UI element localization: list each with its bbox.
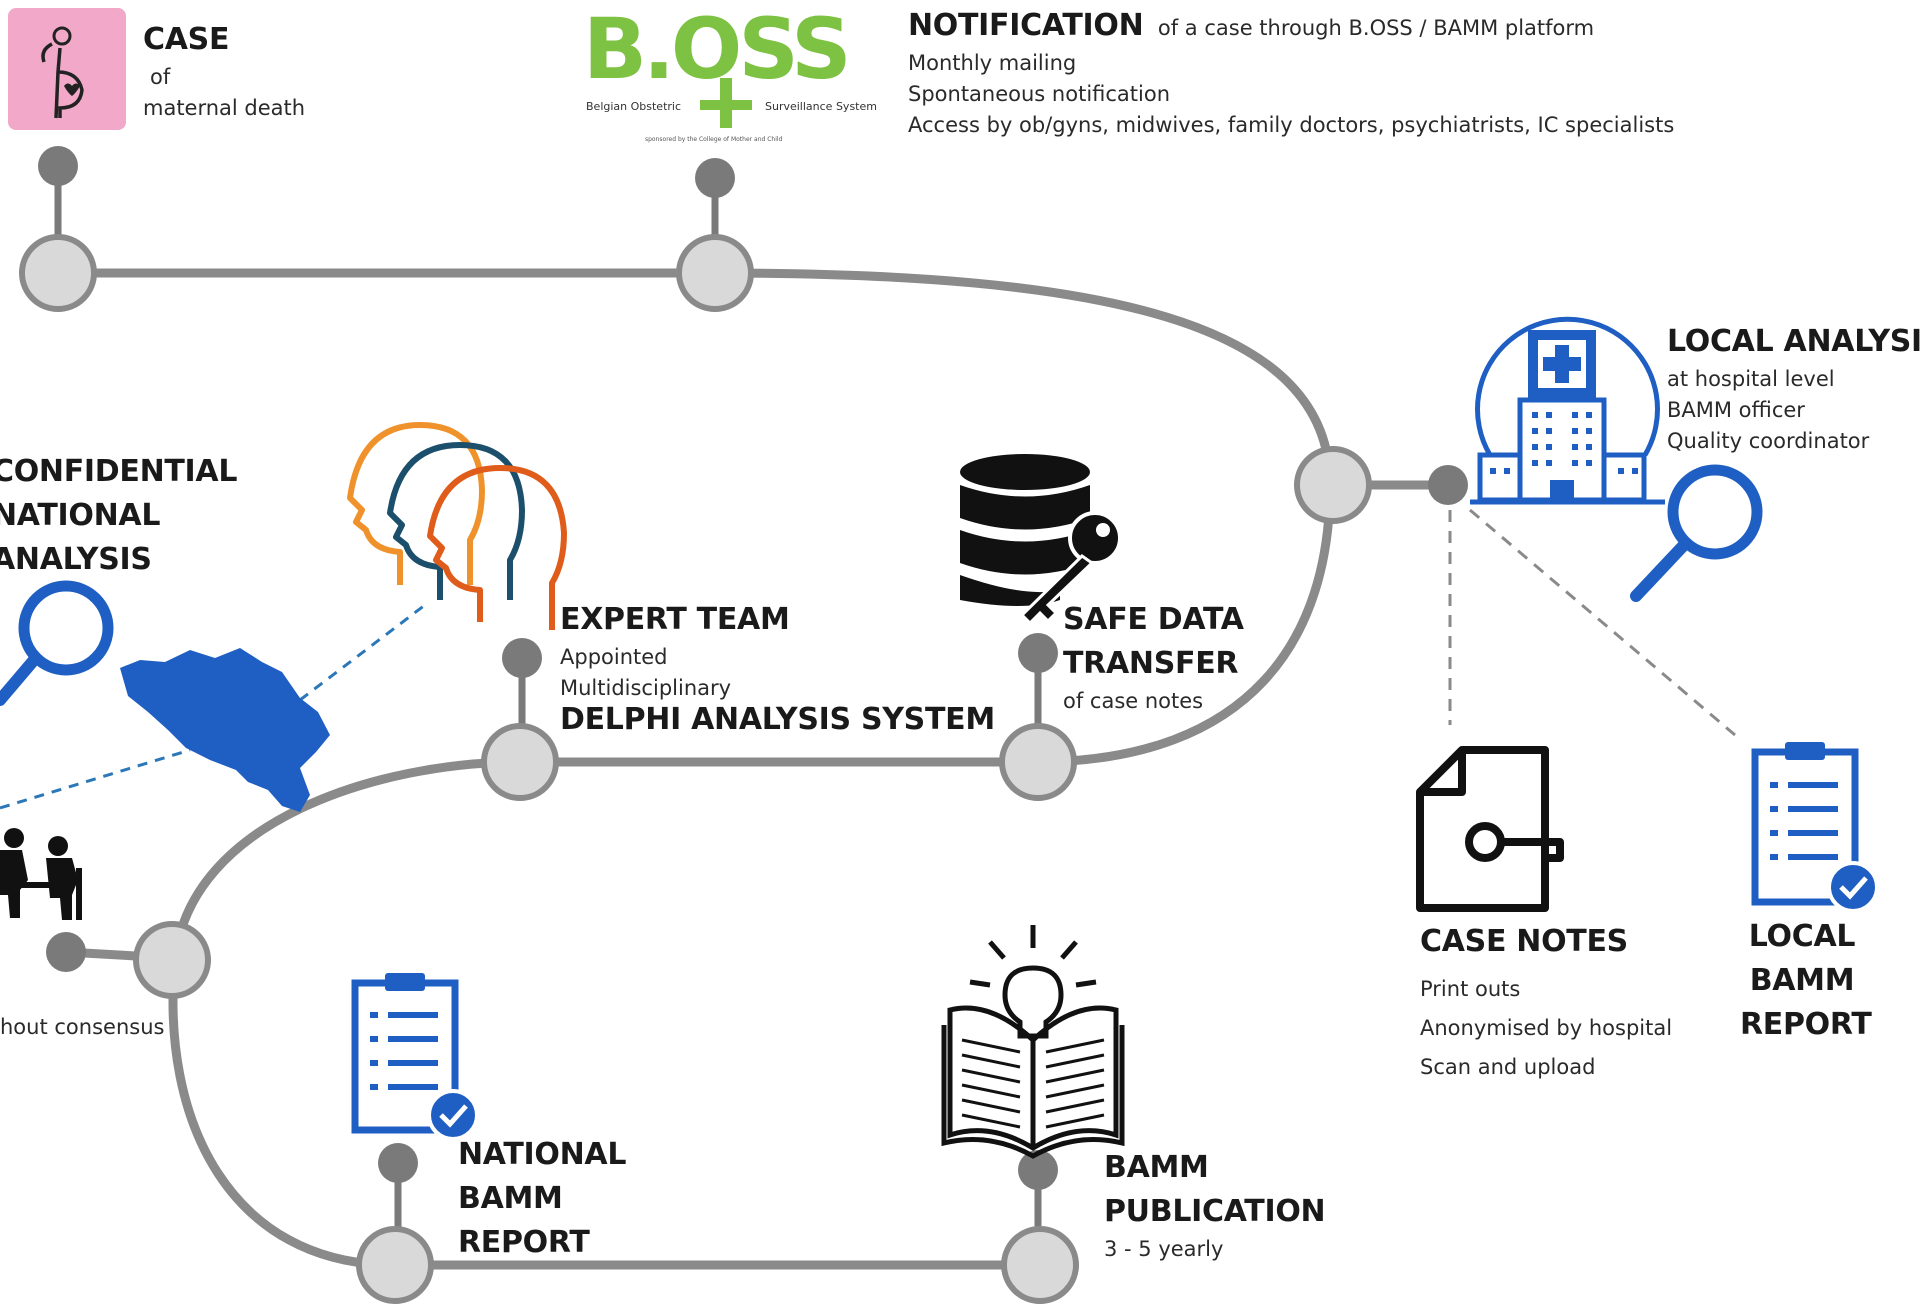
publication-title-2: PUBLICATION <box>1104 1194 1326 1229</box>
confidential-title-1: CONFIDENTIAL <box>0 454 238 489</box>
dashed-line-map-heads <box>299 603 426 702</box>
local-analysis-line-3: Quality coordinator <box>1667 429 1870 453</box>
process-path <box>58 268 1335 1270</box>
pin-publication <box>1018 1150 1058 1232</box>
safe-transfer-label: SAFE DATA TRANSFER of case notes <box>1063 598 1244 717</box>
confidential-title-3: ANALYSIS <box>0 542 152 577</box>
expert-team-title: EXPERT TEAM <box>560 602 790 637</box>
node-notification <box>676 234 754 312</box>
safe-transfer-title-1: SAFE DATA <box>1063 602 1244 637</box>
database-key-icon <box>960 454 1122 626</box>
boss-footer: sponsored by the College of Mother and C… <box>645 136 783 143</box>
case-notes-line-1: Print outs <box>1420 977 1521 1001</box>
consensus-text: hout consensus <box>0 1015 165 1039</box>
magnifier-icon-national <box>0 580 114 706</box>
local-report-title-2: BAMM <box>1749 963 1855 998</box>
dashed-line-map-meeting <box>0 748 191 810</box>
boss-logo: B.OSS Belgian Obstetric Surveillance Sys… <box>583 0 877 143</box>
pin-safe-transfer <box>1018 633 1058 730</box>
expert-team-line-1: Appointed <box>560 645 668 669</box>
magnifier-icon-local <box>1630 464 1763 602</box>
document-key-icon <box>1416 746 1564 912</box>
notification-title: NOTIFICATION <box>908 8 1144 43</box>
publication-label: BAMM PUBLICATION 3 - 5 yearly <box>1104 1146 1326 1265</box>
safe-transfer-line-1: of case notes <box>1063 689 1204 713</box>
pin-national-report <box>378 1143 418 1232</box>
boss-wordmark: B.OSS <box>583 0 848 98</box>
case-line-1: of <box>150 65 171 89</box>
clipboard-check-icon-local <box>1751 742 1879 913</box>
node-safe-transfer <box>999 723 1077 801</box>
case-notes-line-3: Scan and upload <box>1420 1055 1596 1079</box>
local-analysis-line-2: BAMM officer <box>1667 398 1805 422</box>
node-expert-team <box>481 723 559 801</box>
national-report-title-3: REPORT <box>458 1225 590 1260</box>
node-local-analysis <box>1294 446 1372 524</box>
case-line-2: maternal death <box>143 96 306 120</box>
case-notes-line-2: Anonymised by hospital <box>1420 1016 1673 1040</box>
case-title: CASE <box>143 22 230 57</box>
meeting-people-icon <box>0 828 82 920</box>
notification-label: NOTIFICATION of a case through B.OSS / B… <box>908 4 1674 141</box>
pin-expert-team <box>502 638 542 730</box>
pin-notification <box>695 158 735 240</box>
case-label: CASE of maternal death <box>143 18 305 124</box>
pin-case <box>38 146 78 240</box>
node-national-report <box>356 1226 434 1304</box>
safe-transfer-title-2: TRANSFER <box>1063 646 1239 681</box>
confidential-title-2: NATIONAL <box>0 498 161 533</box>
local-analysis-title: LOCAL ANALYSIS <box>1667 324 1921 359</box>
confidential-label: CONFIDENTIAL NATIONAL ANALYSIS <box>0 450 237 582</box>
publication-line-1: 3 - 5 yearly <box>1104 1237 1224 1261</box>
national-report-title-1: NATIONAL <box>458 1137 627 1172</box>
node-consensus <box>133 921 211 999</box>
boss-left-caption: Belgian Obstetric <box>586 100 681 113</box>
local-report-title-1: LOCAL <box>1748 919 1856 954</box>
notification-line-1: Monthly mailing <box>908 51 1077 75</box>
local-report-title-3: REPORT <box>1740 1007 1872 1042</box>
pregnant-woman-icon <box>8 8 126 130</box>
hospital-windows <box>1490 412 1638 474</box>
pin-consensus <box>46 932 86 972</box>
notification-line-2: Spontaneous notification <box>908 82 1171 106</box>
local-analysis-line-1: at hospital level <box>1667 367 1835 391</box>
expert-team-line-2: Multidisciplinary <box>560 676 732 700</box>
notification-line-3: Access by ob/gyns, midwives, family doct… <box>908 113 1675 137</box>
node-case <box>19 234 97 312</box>
dashed-line-local-report <box>1469 508 1736 737</box>
case-notes-label: CASE NOTES Print outs Anonymised by hosp… <box>1420 920 1672 1087</box>
node-publication <box>1001 1226 1079 1304</box>
publication-title-1: BAMM <box>1104 1150 1209 1185</box>
local-analysis-label: LOCAL ANALYSIS at hospital level BAMM of… <box>1667 320 1921 457</box>
expert-team-label: EXPERT TEAM Appointed Multidisciplinary … <box>560 598 995 742</box>
open-book-lightbulb-icon <box>941 925 1125 1159</box>
clipboard-check-icon-national <box>351 973 479 1141</box>
national-report-title-2: BAMM <box>458 1181 563 1216</box>
belgium-map-icon <box>120 648 330 812</box>
hospital-icon <box>1470 316 1665 505</box>
local-report-label: LOCAL BAMM REPORT <box>1740 915 1872 1047</box>
pin-local-analysis <box>1428 465 1468 505</box>
boss-right-caption: Surveillance System <box>765 100 877 113</box>
expert-heads-icon <box>347 422 567 630</box>
notification-title-suffix: of a case through B.OSS / BAMM platform <box>1157 16 1595 40</box>
case-notes-title: CASE NOTES <box>1420 924 1628 959</box>
expert-team-subtitle: DELPHI ANALYSIS SYSTEM <box>560 702 995 737</box>
national-report-label: NATIONAL BAMM REPORT <box>458 1133 626 1265</box>
